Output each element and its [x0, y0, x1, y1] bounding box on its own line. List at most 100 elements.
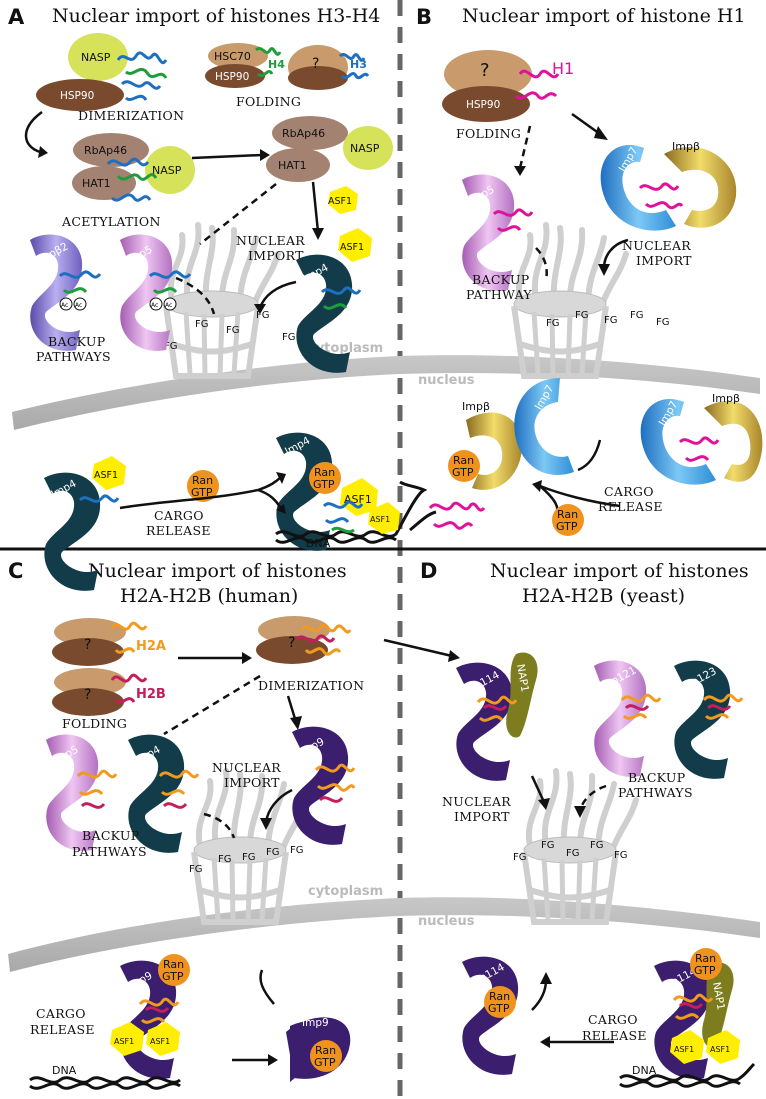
fg-label: FG — [566, 848, 580, 859]
panel-d-title-2: H2A-H2B (yeast) — [522, 585, 685, 607]
asf1-label: ASF1 — [674, 1045, 694, 1054]
hsp90-label: HSP90 — [60, 90, 94, 102]
fg-label: FG — [656, 317, 670, 328]
question-label: ? — [84, 687, 91, 703]
nuclear-pore-c — [191, 768, 309, 925]
ac-mark: Ac — [75, 302, 82, 309]
fg-label: FG — [590, 840, 604, 851]
imp4-ranGTP — [276, 432, 333, 551]
step-pathway: PATHWAY — [466, 287, 532, 302]
h1-free — [428, 501, 486, 530]
panel-a-title: Nuclear import of histones H3-H4 — [52, 5, 380, 27]
asf1-label: ASF1 — [328, 196, 352, 207]
impb-label: Impβ — [672, 140, 700, 153]
impb-crescent — [664, 147, 737, 228]
step-backup: BACKUP — [48, 334, 105, 349]
step-import: IMPORT — [454, 809, 510, 824]
histone-squiggle — [116, 51, 168, 101]
ac-mark: Ac — [165, 302, 172, 309]
imp4-asf1-complex — [44, 472, 101, 591]
fg-label: FG — [164, 341, 178, 352]
ran-label: Ran — [314, 466, 335, 479]
imp9-label: Imp9 — [302, 1017, 329, 1029]
kap114-ranGTP — [462, 956, 519, 1075]
gtp-label: GTP — [694, 964, 716, 977]
step-cargo: CARGO — [36, 1006, 86, 1021]
fg-label: FG — [189, 864, 203, 875]
question-label: ? — [312, 56, 319, 72]
imp4-karyopherin — [296, 254, 353, 373]
step-pathways: PATHWAYS — [36, 349, 111, 364]
step-import: IMPORT — [248, 248, 304, 263]
fg-label: FG — [546, 318, 560, 329]
step-folding: FOLDING — [62, 716, 127, 731]
fg-label: FG — [195, 319, 209, 330]
panel-c-title-1: Nuclear import of histones — [88, 560, 347, 582]
hsc70-label: HSC70 — [214, 50, 251, 63]
nuclear-pore-a — [163, 222, 281, 379]
panel-b: ? HSP90 H1 FOLDING Imp5 BACKUP PATHWAY I… — [409, 50, 763, 536]
asf1-label: ASF1 — [94, 470, 118, 481]
imp7-crescent-nucleus — [640, 399, 716, 485]
fg-label: FG — [266, 847, 280, 858]
fg-label: FG — [256, 310, 270, 321]
fg-label: FG — [242, 852, 256, 863]
nap1-shape — [506, 652, 538, 738]
gtp-label: GTP — [162, 970, 184, 983]
imp7-crescent — [600, 145, 676, 231]
ac-mark: Ac — [61, 302, 68, 309]
dna-label: DNA — [306, 537, 331, 550]
gtp-label: GTP — [452, 466, 474, 479]
step-release: RELEASE — [30, 1022, 95, 1037]
panel-d-title-1: Nuclear import of histones — [490, 560, 749, 582]
fg-label: FG — [513, 852, 527, 863]
gtp-label: GTP — [313, 478, 335, 491]
membrane-bottom — [8, 897, 760, 972]
step-backup: BACKUP — [82, 828, 139, 843]
fg-label: FG — [630, 310, 644, 321]
fg-label: FG — [614, 850, 628, 861]
gtp-label: GTP — [556, 520, 578, 533]
nucleus-label-top: nucleus — [418, 373, 475, 388]
kap123-karyopherin — [674, 660, 731, 779]
imp5-karyopherin — [462, 174, 515, 291]
nasp-label: NASP — [81, 51, 111, 64]
fg-label: FG — [226, 325, 240, 336]
nap1-label: NAP1 — [710, 981, 727, 1011]
step-release: RELEASE — [146, 523, 211, 538]
ran-label: Ran — [557, 508, 578, 521]
panel-b-letter: B — [416, 5, 432, 29]
fg-label: FG — [290, 845, 304, 856]
asf1-label: ASF1 — [344, 493, 372, 506]
nasp-label: NASP — [350, 142, 380, 155]
fg-label: FG — [218, 854, 232, 865]
dna-label: DNA — [52, 1064, 77, 1077]
kapb2-karyopherin — [30, 234, 83, 351]
step-backup: BACKUP — [472, 272, 529, 287]
question-label: ? — [288, 635, 295, 651]
h4-label: H4 — [268, 58, 285, 71]
cytoplasm-label-bottom: cytoplasm — [308, 884, 383, 899]
step-backup: BACKUP — [628, 770, 685, 785]
step-dimerization: DIMERIZATION — [258, 678, 364, 693]
h2b-label: H2B — [136, 687, 166, 702]
step-release: RELEASE — [582, 1028, 647, 1043]
panel-a-letter: A — [8, 5, 25, 29]
ac-mark: Ac — [151, 302, 158, 309]
step-pathways: PATHWAYS — [618, 785, 693, 800]
panel-d: Kap114 NAP1 Kap121 Kap123 BACKUP PATHWAY… — [383, 638, 756, 1088]
nuclear-pore-d — [521, 768, 639, 925]
imp4-karyopherin — [128, 734, 185, 853]
asf1-label: ASF1 — [340, 242, 364, 253]
rbap46-label: RbAp46 — [282, 127, 325, 140]
step-nuclear: NUCLEAR — [212, 760, 281, 775]
step-import: IMPORT — [224, 775, 280, 790]
arrow — [24, 110, 43, 154]
step-cargo: CARGO — [154, 508, 204, 523]
hsp90-label: HSP90 — [215, 71, 249, 83]
nasp-label: NASP — [152, 164, 182, 177]
step-nuclear: NUCLEAR — [442, 794, 511, 809]
nucleus-label-bottom: nucleus — [418, 914, 475, 929]
step-dimerization: DIMERIZATION — [78, 108, 184, 123]
h1-label: H1 — [552, 59, 574, 78]
